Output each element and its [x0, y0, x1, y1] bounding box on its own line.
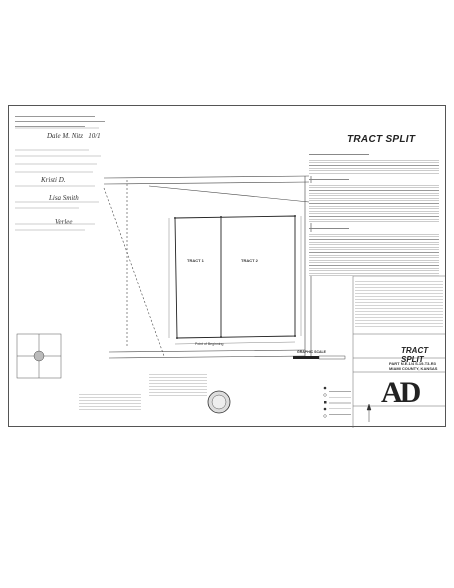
legend-text	[329, 386, 351, 418]
signature-2: Kristi D.	[41, 176, 66, 184]
survey-sheet: Dale M. Nitz 10/1 Kristi D. Lisa Smith V…	[8, 105, 446, 428]
graphic-scale-label: GRAPHIC SCALE	[297, 350, 326, 354]
title-block-county: MIAMI COUNTY, KANSAS	[389, 366, 438, 371]
prepared-for-block	[355, 279, 443, 329]
point-of-beginning-label: Point of Beginning	[195, 342, 224, 346]
company-logo: AD	[381, 376, 421, 409]
signature-1: Dale M. Nitz 10/1	[47, 132, 101, 140]
title-block-title: TRACT SPLIT	[401, 346, 429, 364]
signature-4: Verlee	[55, 218, 73, 226]
footer-notes	[79, 392, 141, 412]
title-block-sub: PART N.E.1/4 S.19-T3-R3	[389, 361, 436, 366]
description-block	[309, 152, 439, 276]
plat-drawing	[15, 127, 445, 428]
bottom-notes	[149, 372, 207, 396]
certification-notes	[15, 114, 115, 129]
tract-1-label: TRACT 1	[187, 258, 204, 263]
sheet-title: TRACT SPLIT	[347, 134, 416, 145]
signature-3: Lisa Smith	[49, 194, 79, 202]
tract-2-label: TRACT 2	[241, 258, 258, 263]
